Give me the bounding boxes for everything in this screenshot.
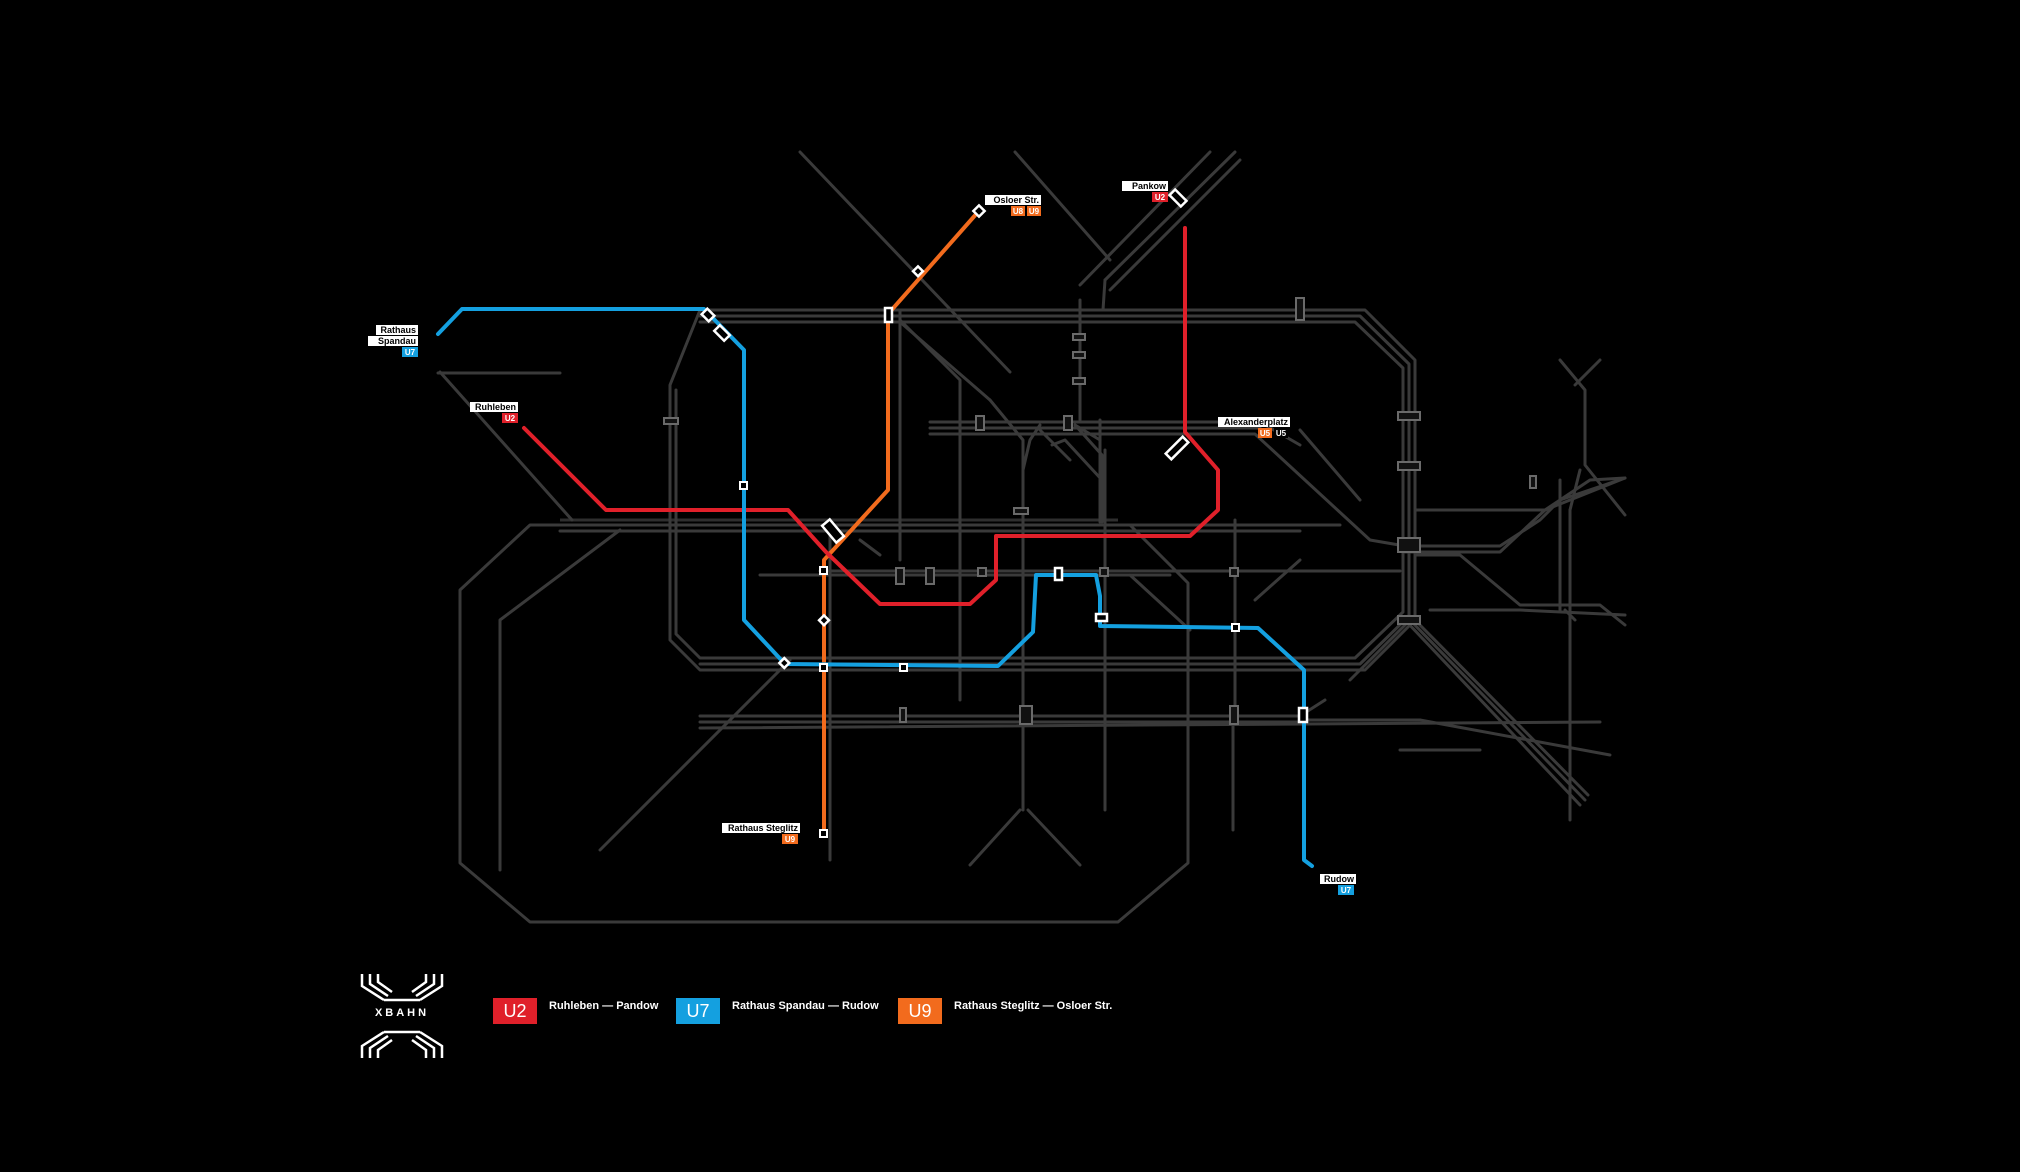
- brand-name: XBAHN: [374, 1007, 430, 1019]
- label-rathaus-spandau: Rathaus Spandau U7: [368, 325, 418, 357]
- label-rathaus-steglitz: Rathaus Steglitz U9: [722, 823, 800, 844]
- svg-text:U7: U7: [405, 348, 416, 357]
- label-rudow: Rudow U7: [1320, 874, 1356, 895]
- line-stations: [699, 187, 1309, 838]
- label-alexanderplatz: Alexanderplatz U5 U5: [1218, 417, 1290, 438]
- svg-text:U9: U9: [1029, 207, 1040, 216]
- svg-text:Osloer Str.: Osloer Str.: [993, 195, 1039, 205]
- line-u7: [436, 307, 1314, 868]
- line-u9: [822, 210, 980, 838]
- svg-text:Spandau: Spandau: [378, 336, 416, 346]
- svg-text:Alexanderplatz: Alexanderplatz: [1224, 417, 1289, 427]
- svg-text:U5: U5: [1260, 429, 1271, 438]
- route-u9: Rathaus Steglitz — Osloer Str.: [954, 1000, 1113, 1012]
- label-ruhleben: Ruhleben U2: [470, 402, 518, 423]
- label-pankow: Pankow U2: [1122, 181, 1168, 202]
- legend-item-u2: U2 Ruhleben — Pandow: [493, 998, 658, 1024]
- svg-text:U7: U7: [1341, 886, 1352, 895]
- label-osloer-str: Osloer Str. U8 U9: [985, 195, 1041, 216]
- svg-text:Pankow: Pankow: [1132, 181, 1167, 191]
- line-badge-u9: U9: [898, 998, 942, 1024]
- svg-text:U2: U2: [1155, 193, 1166, 202]
- route-u7: Rathaus Spandau — Rudow: [732, 1000, 879, 1012]
- svg-text:U5: U5: [1276, 429, 1287, 438]
- route-u2: Ruhleben — Pandow: [549, 1000, 659, 1012]
- svg-text:Rathaus: Rathaus: [380, 325, 416, 335]
- svg-text:Rudow: Rudow: [1324, 874, 1355, 884]
- line-badge-u7: U7: [676, 998, 720, 1024]
- grey-transfer-markers: [663, 297, 1537, 725]
- legend-item-u9: U9 Rathaus Steglitz — Osloer Str.: [898, 998, 1112, 1024]
- xbahn-logo-icon: [360, 974, 444, 1058]
- line-u2: [522, 226, 1220, 606]
- svg-text:U2: U2: [505, 414, 516, 423]
- svg-text:Ruhleben: Ruhleben: [475, 402, 516, 412]
- svg-text:U8: U8: [1013, 207, 1024, 216]
- legend-item-u7: U7 Rathaus Spandau — Rudow: [676, 998, 879, 1024]
- line-badge-u2: U2: [493, 998, 537, 1024]
- svg-text:U9: U9: [785, 835, 796, 844]
- svg-text:Rathaus Steglitz: Rathaus Steglitz: [728, 823, 799, 833]
